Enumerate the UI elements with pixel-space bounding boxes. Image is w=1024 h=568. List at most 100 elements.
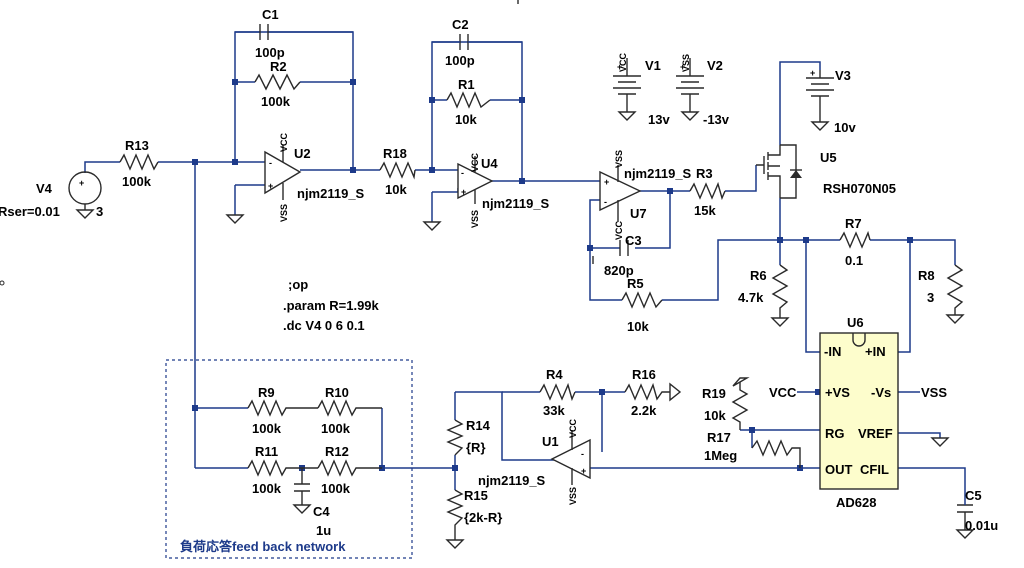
u6-ref: U6 xyxy=(847,315,864,330)
resistor-r10[interactable]: R10 100k xyxy=(317,385,382,436)
mosfet-u5[interactable]: U5 RSH070N05 xyxy=(756,144,896,199)
r12-value: 100k xyxy=(321,481,351,496)
voltage-source-v2[interactable]: + VSS V2 -13v xyxy=(676,54,730,127)
resistor-r14[interactable]: R14 {R} xyxy=(446,418,491,456)
u6-pin-vs-pos: +VS xyxy=(825,385,850,400)
svg-text:-: - xyxy=(269,158,272,168)
resistor-r3[interactable]: R3 15k xyxy=(689,166,726,218)
r3-value: 15k xyxy=(694,203,716,218)
r3-ref: R3 xyxy=(696,166,713,181)
svg-text:+: + xyxy=(680,62,685,72)
r17-value: 1Meg xyxy=(704,448,737,463)
u1-ref: U1 xyxy=(542,434,559,449)
c2-ref: C2 xyxy=(452,17,469,32)
opamp-u2[interactable]: - + VCC VSS U2 njm2119_S xyxy=(264,132,365,222)
resistor-r12[interactable]: R12 100k xyxy=(317,444,382,496)
r10-ref: R10 xyxy=(325,385,349,400)
u2-model: njm2119_S xyxy=(297,186,365,201)
c3-ref: C3 xyxy=(625,233,642,248)
voltage-source-v4[interactable]: + V4 Rser=0.01 3 xyxy=(0,171,103,219)
capacitor-c2[interactable]: C2 100p xyxy=(432,17,522,68)
resistor-r8[interactable]: R8 3 xyxy=(918,264,965,324)
u2-vcc: VCC xyxy=(279,132,289,152)
r11-value: 100k xyxy=(252,481,282,496)
r18-ref: R18 xyxy=(383,146,407,161)
resistor-r18[interactable]: R18 10k xyxy=(379,146,416,197)
stray-mark xyxy=(0,0,519,286)
r9-ref: R9 xyxy=(258,385,275,400)
r11-ref: R11 xyxy=(255,444,278,459)
r17-ref: R17 xyxy=(707,430,731,445)
c1-ref: C1 xyxy=(262,7,279,22)
u7-model: njm2119_S xyxy=(624,166,692,181)
v1-net: VCC xyxy=(618,52,628,72)
u2-ref: U2 xyxy=(294,146,311,161)
r15-value: {2k-R} xyxy=(464,510,502,525)
u1-model: njm2119_S xyxy=(478,473,546,488)
instrumentation-amp-u6[interactable]: U6 -IN +IN +VS -Vs RG VREF OUT CFIL AD62… xyxy=(769,315,947,510)
c2-value: 100p xyxy=(445,53,475,68)
u4-model: njm2119_S xyxy=(482,196,550,211)
v4-ref: V4 xyxy=(36,181,53,196)
v2-net: VSS xyxy=(681,54,691,72)
svg-text:-: - xyxy=(581,449,584,459)
u7-vss: VSS xyxy=(614,150,624,168)
resistor-r2[interactable]: R2 100k xyxy=(254,59,301,109)
resistor-r11[interactable]: R11 100k xyxy=(247,444,318,496)
svg-text:-: - xyxy=(461,168,464,178)
r5-ref: R5 xyxy=(627,276,644,291)
u5-ref: U5 xyxy=(820,150,837,165)
opamp-u1[interactable]: - + VCC VSS U1 njm2119_S xyxy=(478,418,591,505)
opamp-u7[interactable]: + - VSS VCC njm2119_S U7 xyxy=(599,150,692,240)
c5-ref: C5 xyxy=(965,488,982,503)
r1-ref: R1 xyxy=(458,77,475,92)
opamp-u4[interactable]: - + VCC VSS U4 njm2119_S xyxy=(457,152,550,228)
capacitor-c5[interactable]: C5 0.01u xyxy=(955,488,998,539)
capacitor-c1[interactable]: C1 100p xyxy=(255,7,285,60)
svg-text:+: + xyxy=(810,68,815,78)
c5-value: 0.01u xyxy=(965,518,998,533)
resistor-r15[interactable]: R15 {2k-R} xyxy=(445,488,502,549)
capacitor-c4[interactable]: C4 1u xyxy=(292,468,331,538)
resistor-r1[interactable]: R1 10k xyxy=(446,77,491,127)
r16-value: 2.2k xyxy=(631,403,657,418)
wires xyxy=(84,31,966,495)
resistor-r17[interactable]: R17 1Meg xyxy=(704,430,801,468)
svg-text:-: - xyxy=(604,197,607,207)
u4-ref: U4 xyxy=(481,156,498,171)
u5-model: RSH070N05 xyxy=(823,181,896,196)
svg-text:+: + xyxy=(461,187,466,197)
capacitor-c3[interactable]: C3 820p xyxy=(604,233,642,278)
u1-vss: VSS xyxy=(568,487,578,505)
spice-directives: ;op .param R=1.99k .dc V4 0 6 0.1 xyxy=(283,277,380,333)
resistor-r5[interactable]: R5 10k xyxy=(621,276,663,334)
r18-value: 10k xyxy=(385,182,407,197)
r19-ref: R19 xyxy=(702,386,726,401)
svg-text:+: + xyxy=(581,466,586,476)
resistor-r9[interactable]: R9 100k xyxy=(247,385,318,436)
resistor-r13[interactable]: R13 100k xyxy=(119,138,159,189)
c4-value: 1u xyxy=(316,523,331,538)
v2-ref: V2 xyxy=(707,58,723,73)
u6-pin-inm: -IN xyxy=(824,344,841,359)
resistor-r7[interactable]: R7 0.1 xyxy=(839,216,871,268)
resistor-r19[interactable]: R19 10k xyxy=(702,377,750,430)
u6-pin-vs-neg: -Vs xyxy=(871,385,891,400)
v3-value: 10v xyxy=(834,120,856,135)
directive-dc: .dc V4 0 6 0.1 xyxy=(283,318,365,333)
r13-value: 100k xyxy=(122,174,152,189)
resistor-r6[interactable]: R6 4.7k xyxy=(738,264,790,327)
u6-vcc-label: VCC xyxy=(769,385,797,400)
u4-vss: VSS xyxy=(470,210,480,228)
r19-value: 10k xyxy=(704,408,726,423)
voltage-source-v1[interactable]: + VCC V1 13v xyxy=(613,52,670,127)
voltage-source-v3[interactable]: + V3 10v xyxy=(806,68,856,135)
resistor-r16[interactable]: R16 2.2k xyxy=(624,367,682,418)
c4-ref: C4 xyxy=(313,504,330,519)
feedback-network-box: 負荷応答feed back network xyxy=(165,359,413,559)
u7-vcc: VCC xyxy=(614,220,624,240)
r5-value: 10k xyxy=(627,319,649,334)
resistor-r4[interactable]: R4 33k xyxy=(539,367,576,418)
r9-value: 100k xyxy=(252,421,282,436)
